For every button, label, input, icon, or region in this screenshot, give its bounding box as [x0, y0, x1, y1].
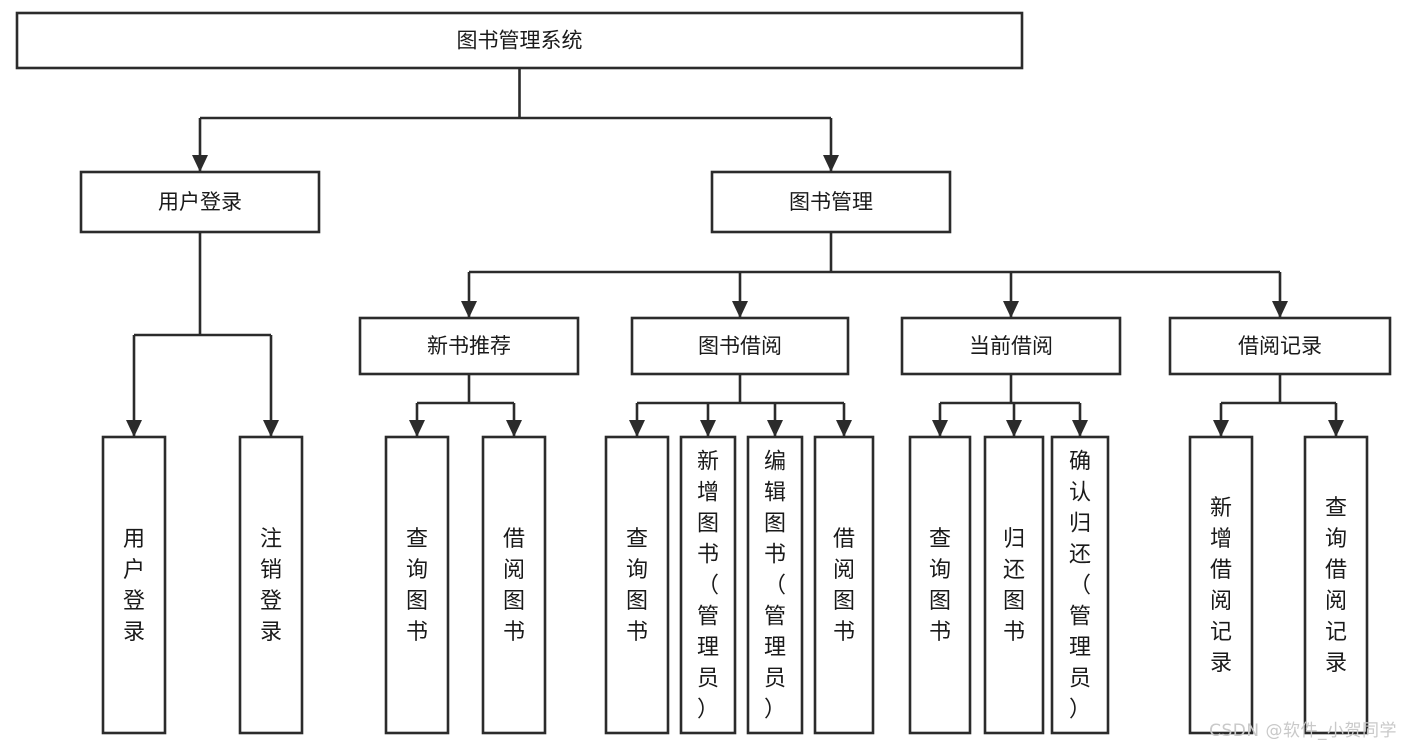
- leaf-node-box[interactable]: [604, 435, 670, 735]
- leaf-node-leaf-user-logout[interactable]: 注销登录: [238, 435, 304, 735]
- level3-node-label: 图书借阅: [698, 334, 782, 358]
- root-to-level2-drop-1-arrowhead: [823, 155, 839, 172]
- root-node-root[interactable]: 图书管理系统: [15, 11, 1024, 70]
- new-book-recommend-to-leaves-drop-0-arrowhead: [409, 420, 425, 437]
- leaf-node-box[interactable]: [679, 435, 737, 735]
- level2-node-label: 用户登录: [158, 190, 242, 214]
- book-borrow-to-leaves-drop-0-arrowhead: [629, 420, 645, 437]
- level3-node-book-borrow[interactable]: 图书借阅: [630, 316, 850, 376]
- leaf-node-label: 查询借阅记录: [1325, 496, 1347, 676]
- leaf-node-label: 查询图书: [406, 527, 428, 645]
- root-to-level2-drop-0-arrowhead: [192, 155, 208, 172]
- leaf-node-box[interactable]: [238, 435, 304, 735]
- leaf-node-leaf-query-record[interactable]: 查询借阅记录: [1303, 435, 1369, 735]
- level3-node-label: 当前借阅: [969, 334, 1053, 358]
- leaf-node-label: 新增图书（管理员）: [697, 450, 719, 723]
- leaf-node-label: 借阅图书: [833, 527, 855, 645]
- borrow-record-to-leaves-drop-1-arrowhead: [1328, 420, 1344, 437]
- connector-lines: [126, 68, 1344, 437]
- leaf-node-leaf-edit-book[interactable]: 编辑图书（管理员）: [746, 435, 804, 735]
- level2-node-book-manage[interactable]: 图书管理: [710, 170, 952, 234]
- new-book-recommend-to-leaves-drop-1-arrowhead: [506, 420, 522, 437]
- leaf-node-leaf-query-book-1[interactable]: 查询图书: [384, 435, 450, 735]
- leaf-node-leaf-return-book[interactable]: 归还图书: [983, 435, 1045, 735]
- leaf-node-label: 借阅图书: [503, 527, 525, 645]
- book-manage-to-level3-drop-3-arrowhead: [1272, 301, 1288, 318]
- borrow-record-to-leaves-drop-0-arrowhead: [1213, 420, 1229, 437]
- level3-node-current-borrow[interactable]: 当前借阅: [900, 316, 1122, 376]
- leaf-node-leaf-borrow-book-2[interactable]: 借阅图书: [813, 435, 875, 735]
- leaf-node-leaf-add-book[interactable]: 新增图书（管理员）: [679, 435, 737, 735]
- book-borrow-to-leaves-drop-3-arrowhead: [836, 420, 852, 437]
- leaf-node-leaf-add-record[interactable]: 新增借阅记录: [1188, 435, 1254, 735]
- leaf-node-box[interactable]: [481, 435, 547, 735]
- level3-node-box[interactable]: [900, 316, 1122, 376]
- user-login-to-leaves-drop-0-arrowhead: [126, 420, 142, 437]
- leaf-node-label: 编辑图书（管理员）: [764, 450, 786, 723]
- diagram-nodes: 图书管理系统用户登录图书管理新书推荐图书借阅当前借阅借阅记录用户登录注销登录查询…: [15, 11, 1392, 735]
- leaf-node-label: 查询图书: [626, 527, 648, 645]
- leaf-node-label: 查询图书: [929, 527, 951, 645]
- level2-node-label: 图书管理: [789, 190, 873, 214]
- leaf-node-box[interactable]: [908, 435, 972, 735]
- leaf-node-box[interactable]: [384, 435, 450, 735]
- level3-node-new-book-recommend[interactable]: 新书推荐: [358, 316, 580, 376]
- level3-node-label: 借阅记录: [1238, 334, 1322, 358]
- user-login-to-leaves-drop-1-arrowhead: [263, 420, 279, 437]
- leaf-node-box[interactable]: [983, 435, 1045, 735]
- leaf-node-box[interactable]: [1050, 435, 1110, 735]
- leaf-node-label: 用户登录: [123, 527, 145, 645]
- leaf-node-leaf-borrow-book-1[interactable]: 借阅图书: [481, 435, 547, 735]
- level3-node-box[interactable]: [630, 316, 850, 376]
- book-manage-to-level3-drop-2-arrowhead: [1003, 301, 1019, 318]
- root-node-box[interactable]: [15, 11, 1024, 70]
- leaf-node-label: 确认归还（管理员）: [1069, 450, 1091, 723]
- leaf-node-box[interactable]: [101, 435, 167, 735]
- level3-node-box[interactable]: [358, 316, 580, 376]
- level3-node-borrow-record[interactable]: 借阅记录: [1168, 316, 1392, 376]
- csdn-watermark: CSDN @软件_小贺同学: [1209, 721, 1397, 741]
- leaf-node-leaf-query-book-3[interactable]: 查询图书: [908, 435, 972, 735]
- book-borrow-to-leaves-drop-2-arrowhead: [767, 420, 783, 437]
- leaf-node-leaf-query-book-2[interactable]: 查询图书: [604, 435, 670, 735]
- level2-node-user-login[interactable]: 用户登录: [79, 170, 321, 234]
- root-node-label: 图书管理系统: [457, 29, 583, 53]
- level2-node-box[interactable]: [710, 170, 952, 234]
- level3-node-box[interactable]: [1168, 316, 1392, 376]
- current-borrow-to-leaves-drop-0-arrowhead: [932, 420, 948, 437]
- leaf-node-box[interactable]: [813, 435, 875, 735]
- leaf-node-leaf-confirm-return[interactable]: 确认归还（管理员）: [1050, 435, 1110, 735]
- level3-node-label: 新书推荐: [427, 334, 511, 358]
- current-borrow-to-leaves-drop-1-arrowhead: [1006, 420, 1022, 437]
- leaf-node-box[interactable]: [746, 435, 804, 735]
- current-borrow-to-leaves-drop-2-arrowhead: [1072, 420, 1088, 437]
- book-manage-to-level3-drop-1-arrowhead: [732, 301, 748, 318]
- leaf-node-label: 新增借阅记录: [1210, 496, 1232, 676]
- leaf-node-leaf-user-login[interactable]: 用户登录: [101, 435, 167, 735]
- book-manage-to-level3-drop-0-arrowhead: [461, 301, 477, 318]
- leaf-node-label: 注销登录: [260, 527, 282, 645]
- leaf-node-label: 归还图书: [1003, 527, 1025, 645]
- book-borrow-to-leaves-drop-1-arrowhead: [700, 420, 716, 437]
- level2-node-box[interactable]: [79, 170, 321, 234]
- leaf-node-box[interactable]: [1303, 435, 1369, 735]
- leaf-node-box[interactable]: [1188, 435, 1254, 735]
